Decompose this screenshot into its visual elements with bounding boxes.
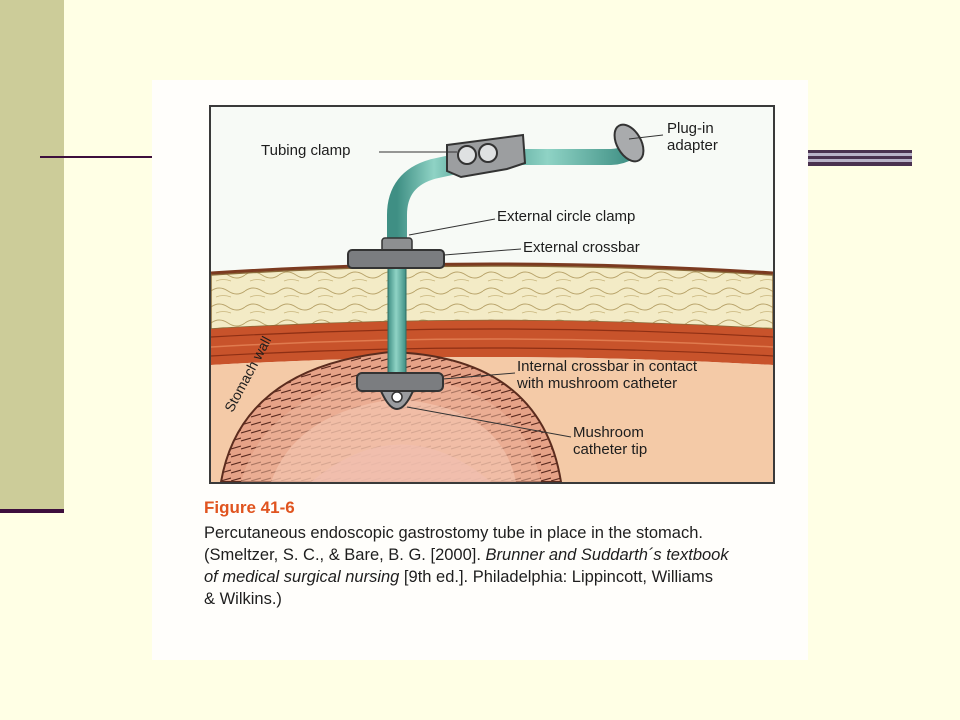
tubing-clamp-shape <box>446 133 527 179</box>
title-rule-left <box>40 156 154 158</box>
caption-book-title-b: of medical surgical nursing <box>204 568 400 586</box>
sidebar-panel <box>0 0 64 512</box>
caption-citation-prefix: (Smeltzer, S. C., & Bare, B. G. [2000]. <box>204 546 486 564</box>
caption-book-title-a: Brunner and Suddarth´s textbook <box>485 546 729 564</box>
figure-card: Tubing clamp Plug-in adapter External ci… <box>152 80 808 660</box>
label-tubing-clamp: Tubing clamp <box>261 142 351 159</box>
label-plug-in-adapter: Plug-in adapter <box>667 120 718 154</box>
label-external-circle-clamp: External circle clamp <box>497 208 636 225</box>
diagram-artwork <box>211 107 773 482</box>
sidebar-bottom-rule <box>0 509 64 513</box>
caption-citation-suffix-a: [9th ed.]. Philadelphia: Lippincott, Wil… <box>399 568 714 586</box>
label-internal-crossbar: Internal crossbar in contact with mushro… <box>517 358 698 392</box>
caption-citation-suffix-b: & Wilkins.) <box>204 590 282 608</box>
figure-number: Figure 41-6 <box>204 498 295 517</box>
peg-tube-diagram: Tubing clamp Plug-in adapter External ci… <box>209 105 775 484</box>
caption-line-1: Percutaneous endoscopic gastrostomy tube… <box>204 524 703 542</box>
label-external-crossbar: External crossbar <box>523 239 640 256</box>
label-mushroom-catheter-tip: Mushroom catheter tip <box>573 424 648 458</box>
title-rule-right <box>806 150 912 166</box>
figure-caption: Percutaneous endoscopic gastrostomy tube… <box>204 522 804 610</box>
